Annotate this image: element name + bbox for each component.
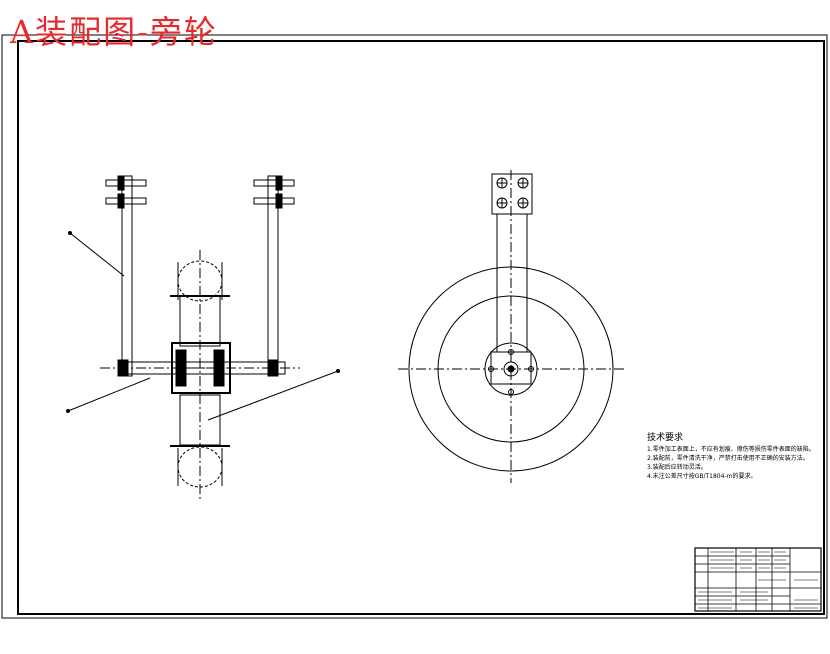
left-bolts — [105, 175, 147, 209]
leader-dot-3 — [336, 369, 340, 373]
outer-border — [1, 34, 828, 619]
inner-frame — [17, 40, 825, 615]
technical-notes: 技术要求 1.零件加工表面上，不应有划痕、擦伤等损伤零件表面的缺陷。 2.装配前… — [647, 431, 815, 480]
bracket-bolt-crosses — [497, 178, 528, 208]
right-bolts — [253, 175, 295, 209]
bracket-bolts — [496, 177, 529, 209]
notes-line-4: 4.未注公差尺寸按GB/T1804-m的要求。 — [647, 472, 756, 480]
drawing-title: A装配图-旁轮 — [10, 13, 218, 51]
leader-dot-2 — [66, 409, 70, 413]
left-bolt-1 — [105, 179, 147, 187]
title-block-frame — [694, 547, 822, 612]
left-nut-2 — [117, 193, 125, 209]
right-support-bar — [267, 175, 279, 377]
notes-line-1: 1.零件加工表面上，不应有划痕、擦伤等损伤零件表面的缺陷。 — [647, 445, 815, 453]
leader-line-3 — [207, 370, 339, 421]
notes-line-2: 2.装配前，零件清洗干净，严禁打击使用不正确的安装方法。 — [647, 454, 809, 462]
leader-line-1 — [69, 232, 125, 277]
wheel-flange-top — [177, 262, 223, 300]
left-support-bar — [121, 175, 133, 377]
wheel-rim-upper — [179, 295, 221, 347]
wheel-flange-bottom — [177, 448, 223, 486]
front-view — [66, 175, 340, 500]
right-nut-1 — [275, 175, 283, 191]
notes-line-3: 3.装配后应转动灵活。 — [647, 463, 707, 471]
leader-line-2 — [67, 377, 151, 412]
right-bolt-2 — [253, 197, 295, 205]
title-block — [694, 547, 822, 612]
notes-heading: 技术要求 — [647, 431, 683, 443]
right-nut-2 — [275, 193, 283, 209]
left-bolt-2 — [105, 197, 147, 205]
side-view — [398, 170, 625, 483]
right-bolt-1 — [253, 179, 295, 187]
title-block-fill-marks — [698, 551, 818, 609]
leader-dot-1 — [68, 231, 72, 235]
left-nut-1 — [117, 175, 125, 191]
bracket-plate — [491, 173, 533, 215]
